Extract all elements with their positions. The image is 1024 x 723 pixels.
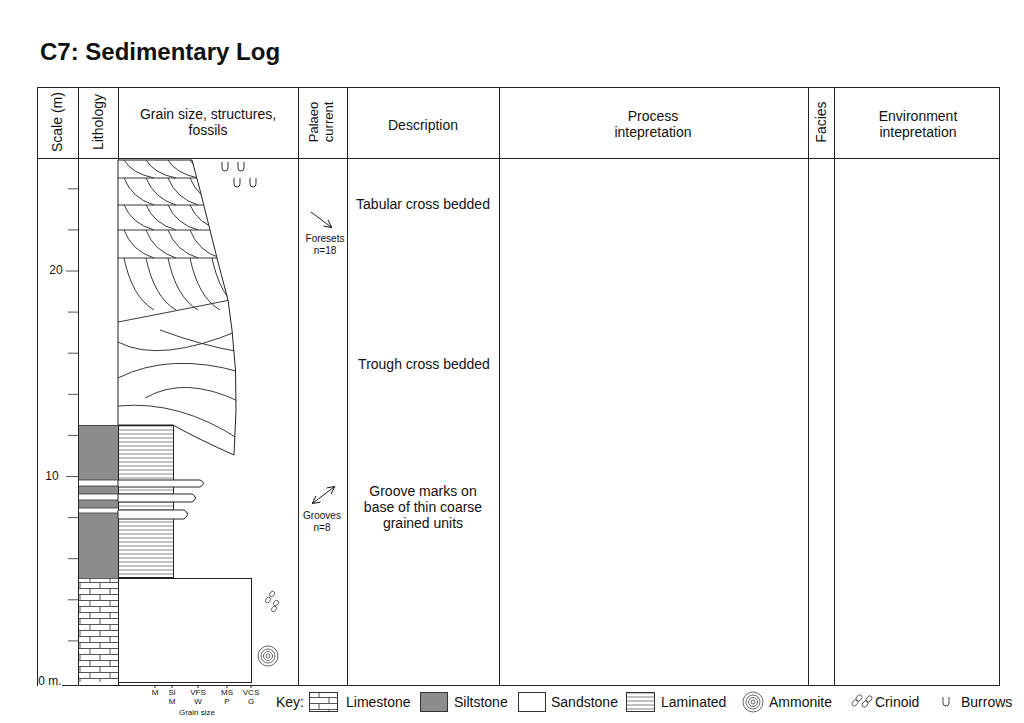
column-header: Description	[388, 117, 458, 133]
scale-tick	[68, 599, 78, 600]
legend-symbol	[741, 691, 771, 713]
column-header: Grain size, structures, fossils	[128, 106, 288, 138]
foreset	[124, 205, 154, 230]
legend-text: Crinoid	[875, 694, 919, 710]
legend-text: Burrows	[961, 694, 1012, 710]
description: Tabular cross bedded	[356, 196, 490, 212]
foreset	[146, 205, 176, 230]
foreset	[146, 230, 176, 258]
foreset	[168, 178, 198, 205]
scale-tick	[68, 558, 78, 559]
foreset	[124, 258, 154, 310]
column-header: Lithology	[90, 94, 106, 150]
foreset	[168, 205, 198, 230]
grain-size-tick: VCS	[243, 688, 259, 697]
legend-text: Limestone	[346, 694, 411, 710]
scale-tick	[68, 188, 78, 189]
foreset	[168, 230, 198, 258]
legend-text: Ammonite	[769, 694, 832, 710]
legend-symbol	[626, 691, 656, 713]
foreset	[124, 230, 154, 258]
grain-size-tick: W	[194, 697, 202, 706]
palaeocurrent-label: n=8	[314, 522, 331, 534]
scale-value: 0 m.	[38, 675, 61, 689]
legend-text: Laminated	[661, 694, 726, 710]
column-header: Palaeo current	[307, 92, 337, 152]
description: Groove marks on base of thin coarse grai…	[356, 483, 491, 531]
foreset	[212, 178, 242, 205]
foreset	[146, 160, 176, 178]
column-header: Facies	[813, 101, 829, 142]
column-header: Scale (m)	[49, 92, 65, 152]
grain-size-tick: Si	[168, 688, 175, 697]
scale-tick	[68, 229, 78, 230]
palaeocurrent-label: n=18	[314, 245, 337, 257]
foreset	[234, 230, 264, 258]
scale-tick	[68, 640, 78, 641]
foreset	[234, 178, 264, 205]
grain-size-tick: M	[169, 697, 176, 706]
legend-text: Siltstone	[454, 694, 508, 710]
foreset	[234, 258, 264, 310]
foreset	[190, 160, 220, 178]
scale-value: 10	[45, 470, 58, 484]
foreset	[146, 258, 176, 310]
legend-swatch	[518, 692, 546, 712]
foreset	[234, 205, 264, 230]
key-title: Key:	[276, 694, 304, 710]
foreset	[212, 258, 242, 310]
grain-size-tick: P	[224, 697, 229, 706]
foreset	[212, 230, 242, 258]
foreset	[124, 160, 154, 178]
scale-tick	[68, 312, 78, 313]
foreset	[234, 160, 264, 178]
grain-size-tick: M	[152, 688, 159, 697]
description: Trough cross bedded	[358, 356, 490, 372]
foreset	[190, 205, 220, 230]
foreset	[212, 205, 242, 230]
scale-tick	[68, 394, 78, 395]
scale-tick	[68, 353, 78, 354]
column-header: Process intepretation	[593, 108, 713, 140]
grain-size-tick: VFS	[190, 688, 206, 697]
palaeocurrent-label: Foresets	[306, 233, 345, 245]
grain-size-tick: G	[248, 697, 254, 706]
legend-symbol	[849, 691, 879, 713]
axis-title: Grain size	[179, 708, 215, 717]
column-header: Environment intepretation	[848, 108, 988, 140]
foreset	[168, 258, 198, 310]
scale-value: 20	[49, 264, 62, 278]
scale-tick	[68, 517, 78, 518]
legend-symbol	[309, 691, 339, 713]
palaeocurrent-label: Grooves	[303, 510, 341, 522]
title: C7: Sedimentary Log	[40, 38, 280, 66]
foreset	[146, 178, 176, 205]
foreset	[124, 178, 154, 205]
scale-tick	[68, 435, 78, 436]
foreset	[190, 230, 220, 258]
scale-tick	[66, 271, 78, 272]
foreset	[190, 258, 220, 310]
scale-tick	[66, 476, 78, 477]
foreset	[168, 160, 198, 178]
legend-swatch	[420, 692, 448, 712]
foreset	[190, 178, 220, 205]
grain-size-tick: MS	[221, 688, 233, 697]
legend-text: Sandstone	[551, 694, 618, 710]
